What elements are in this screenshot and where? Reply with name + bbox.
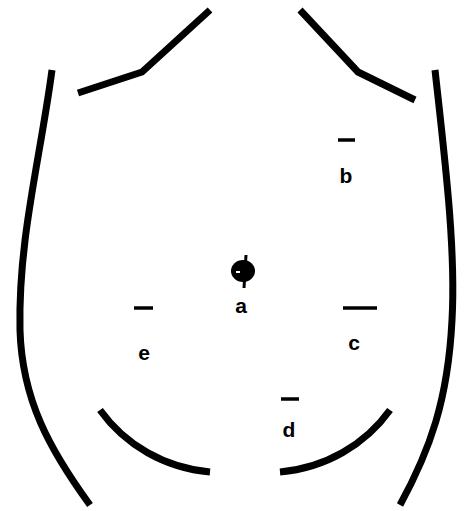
umbilicus [231,255,255,288]
left-costal-margin [78,10,210,93]
port-label: a [235,295,247,316]
right-inguinal-line [280,410,390,472]
port-mark [281,397,299,401]
port-mark [343,306,377,310]
right-costal-margin [300,10,415,100]
port-label: e [138,342,150,363]
port-mark [338,138,355,142]
left-inguinal-line [100,410,210,472]
port-mark [134,306,153,310]
right-flank [400,70,453,505]
port-label: b [340,165,353,186]
port-label: d [283,419,296,440]
port-label: c [348,332,360,353]
left-flank [20,70,90,505]
